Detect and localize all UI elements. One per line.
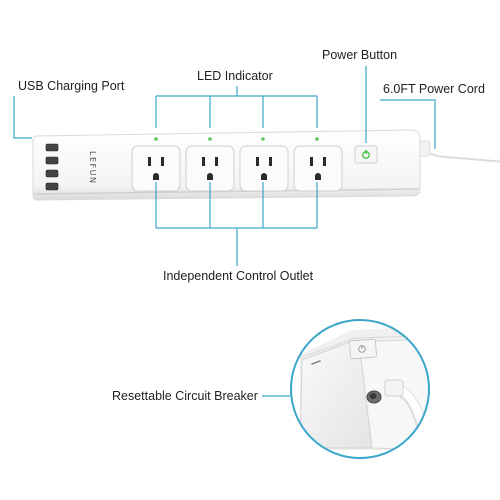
led-3 — [261, 137, 265, 141]
led-indicator-label: LED Indicator — [197, 69, 273, 83]
usb-port-1 — [45, 143, 59, 152]
independent-control-outlet-label: Independent Control Outlet — [163, 269, 314, 283]
power-button — [354, 145, 378, 164]
usb-ports — [45, 143, 59, 191]
power-cord — [417, 140, 500, 163]
led-1 — [154, 137, 158, 141]
resettable-circuit-breaker-label: Resettable Circuit Breaker — [112, 389, 258, 403]
usb-port-4 — [45, 182, 59, 191]
outlet-2 — [185, 145, 235, 192]
outlet-3 — [239, 145, 289, 192]
outlet-4 — [293, 145, 343, 192]
power-button-label: Power Button — [322, 48, 398, 62]
callout-lines — [13, 66, 436, 397]
power-cord-label: 6.0FT Power Cord — [383, 82, 485, 96]
led-4 — [315, 137, 319, 141]
usb-port-2 — [45, 156, 59, 165]
usb-charging-port-label: USB Charging Port — [18, 79, 125, 93]
led-2 — [208, 137, 212, 141]
outlet-1 — [131, 145, 181, 192]
brand-logo: LEFUN — [88, 151, 97, 184]
circuit-breaker-closeup — [290, 319, 430, 459]
usb-port-3 — [45, 169, 59, 178]
